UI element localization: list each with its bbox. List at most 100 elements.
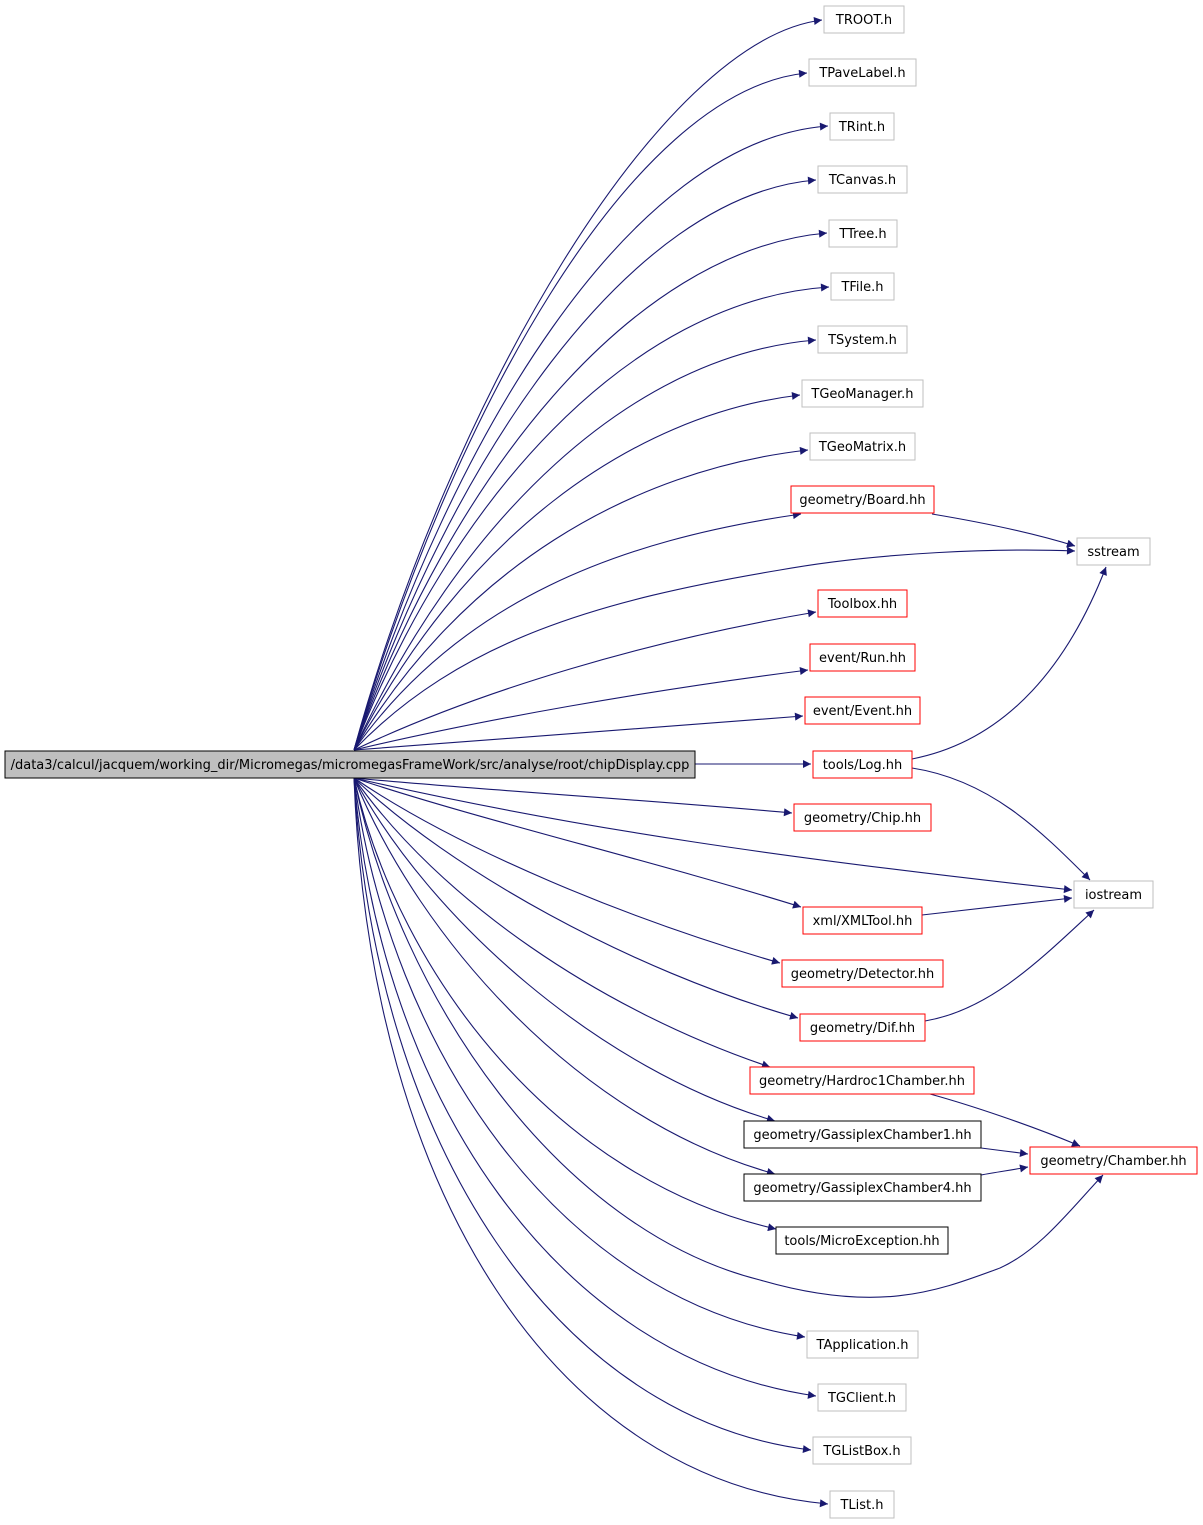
node-box bbox=[817, 325, 908, 354]
node-box bbox=[808, 58, 917, 87]
node-box bbox=[4, 750, 696, 779]
edge-root-to-tlist bbox=[353, 777, 829, 1508]
include-node-chamber[interactable]: geometry/Chamber.hh bbox=[1029, 1146, 1198, 1175]
node-box bbox=[817, 589, 908, 618]
include-node-iostream[interactable]: iostream bbox=[1073, 880, 1154, 909]
node-label: TGClient.h bbox=[827, 1391, 896, 1406]
edge-root-to-tpavelabel bbox=[353, 69, 808, 751]
node-box bbox=[817, 165, 908, 194]
include-node-detector[interactable]: geometry/Detector.hh bbox=[781, 959, 944, 988]
include-node-event[interactable]: event/Event.hh bbox=[804, 696, 921, 725]
include-node-gassiplex1[interactable]: geometry/GassiplexChamber1.hh bbox=[743, 1120, 982, 1149]
include-node-troot[interactable]: TROOT.h bbox=[823, 5, 905, 34]
node-box bbox=[828, 219, 898, 248]
node-box bbox=[793, 803, 932, 832]
include-node-tgeomanager[interactable]: TGeoManager.h bbox=[801, 379, 924, 408]
edge-log-to-iostream bbox=[911, 767, 1091, 881]
root-file-node: /data3/calcul/jacquem/working_dir/Microm… bbox=[4, 750, 696, 779]
edge-root-to-toolbox bbox=[353, 609, 817, 751]
edge-root-to-tapplication bbox=[353, 777, 806, 1340]
include-node-gassiplex4[interactable]: geometry/GassiplexChamber4.hh bbox=[743, 1173, 982, 1202]
node-label: TList.h bbox=[839, 1498, 883, 1513]
edge-dif-to-iostream bbox=[924, 909, 1095, 1022]
node-label: geometry/Chamber.hh bbox=[1040, 1154, 1186, 1169]
edge-root-to-chamber bbox=[353, 777, 1104, 1298]
edge-root-to-tgeomatrix bbox=[353, 446, 809, 751]
edge-root-to-xmltool bbox=[353, 777, 802, 909]
include-node-microexception[interactable]: tools/MicroException.hh bbox=[775, 1226, 949, 1255]
include-node-tglistbox[interactable]: TGListBox.h bbox=[812, 1436, 912, 1465]
include-node-xmltool[interactable]: xml/XMLTool.hh bbox=[802, 906, 923, 935]
edge-root-to-trint bbox=[353, 122, 829, 751]
include-node-tfile[interactable]: TFile.h bbox=[830, 272, 895, 301]
edge-root-to-microexception bbox=[353, 777, 777, 1232]
include-node-dif[interactable]: geometry/Dif.hh bbox=[799, 1013, 926, 1042]
include-node-toolbox[interactable]: Toolbox.hh bbox=[817, 589, 908, 618]
include-node-tgclient[interactable]: TGClient.h bbox=[817, 1383, 907, 1412]
node-box bbox=[809, 432, 916, 461]
edge-root-to-run bbox=[353, 667, 809, 751]
include-node-ttree[interactable]: TTree.h bbox=[828, 219, 898, 248]
node-label: geometry/GassiplexChamber4.hh bbox=[753, 1181, 971, 1196]
node-box bbox=[1076, 537, 1151, 566]
node-box bbox=[829, 1490, 895, 1519]
include-node-tgeomatrix[interactable]: TGeoMatrix.h bbox=[809, 432, 916, 461]
include-node-tpavelabel[interactable]: TPaveLabel.h bbox=[808, 58, 917, 87]
include-node-sstream[interactable]: sstream bbox=[1076, 537, 1151, 566]
node-box bbox=[801, 379, 924, 408]
node-label: tools/Log.hh bbox=[823, 758, 903, 773]
node-label: TROOT.h bbox=[835, 13, 892, 28]
edge-root-to-tcanvas bbox=[353, 176, 817, 751]
edge-root-to-chip bbox=[353, 777, 793, 817]
node-label: geometry/Hardroc1Chamber.hh bbox=[759, 1074, 965, 1089]
include-node-tlist[interactable]: TList.h bbox=[829, 1490, 895, 1519]
node-box bbox=[749, 1066, 975, 1095]
node-box bbox=[799, 1013, 926, 1042]
node-label: TFile.h bbox=[840, 280, 883, 295]
node-box bbox=[804, 696, 921, 725]
edge-root-to-iostream bbox=[353, 777, 1073, 894]
node-label: iostream bbox=[1085, 888, 1142, 903]
edge-gassiplex1-to-chamber bbox=[980, 1147, 1029, 1157]
node-box bbox=[775, 1226, 949, 1255]
edge-root-to-tfile bbox=[353, 283, 830, 751]
edge-board-to-sstream bbox=[931, 513, 1076, 548]
node-label: TGeoMatrix.h bbox=[818, 440, 906, 455]
edge-root-to-dif bbox=[353, 777, 799, 1020]
edge-root-to-gassiplex4 bbox=[353, 777, 776, 1176]
include-node-board[interactable]: geometry/Board.hh bbox=[790, 485, 935, 514]
node-label: geometry/Detector.hh bbox=[791, 967, 934, 982]
edge-root-to-ttree bbox=[353, 229, 828, 751]
node-label: geometry/Board.hh bbox=[799, 493, 925, 508]
nodes-layer: /data3/calcul/jacquem/working_dir/Microm… bbox=[4, 5, 1198, 1519]
include-node-hardroc[interactable]: geometry/Hardroc1Chamber.hh bbox=[749, 1066, 975, 1095]
include-node-trint[interactable]: TRint.h bbox=[829, 112, 895, 141]
edge-root-to-tsystem bbox=[353, 336, 817, 751]
include-node-tsystem[interactable]: TSystem.h bbox=[817, 325, 908, 354]
node-box bbox=[830, 272, 895, 301]
edge-root-to-tglistbox bbox=[353, 777, 812, 1454]
node-label: event/Run.hh bbox=[819, 651, 906, 666]
include-node-run[interactable]: event/Run.hh bbox=[809, 643, 916, 672]
node-label: TTree.h bbox=[838, 227, 886, 242]
include-node-chip[interactable]: geometry/Chip.hh bbox=[793, 803, 932, 832]
include-node-tcanvas[interactable]: TCanvas.h bbox=[817, 165, 908, 194]
edge-root-to-gassiplex1 bbox=[353, 777, 776, 1123]
node-box bbox=[790, 485, 935, 514]
node-label: TRint.h bbox=[838, 120, 885, 135]
include-node-tapplication[interactable]: TApplication.h bbox=[806, 1330, 919, 1359]
edge-xmltool-to-iostream bbox=[921, 894, 1073, 916]
edge-root-to-event bbox=[353, 712, 804, 751]
include-node-log[interactable]: tools/Log.hh bbox=[812, 750, 913, 779]
node-label: TCanvas.h bbox=[828, 173, 896, 188]
edge-root-to-tgclient bbox=[353, 777, 817, 1399]
node-box bbox=[1029, 1146, 1198, 1175]
node-box bbox=[743, 1173, 982, 1202]
node-label: /data3/calcul/jacquem/working_dir/Microm… bbox=[11, 758, 690, 773]
edge-root-to-board bbox=[353, 511, 802, 751]
node-label: TGeoManager.h bbox=[810, 387, 913, 402]
node-box bbox=[806, 1330, 919, 1359]
edge-root-to-sstream bbox=[353, 546, 1076, 751]
edge-log-to-sstream bbox=[911, 566, 1107, 760]
